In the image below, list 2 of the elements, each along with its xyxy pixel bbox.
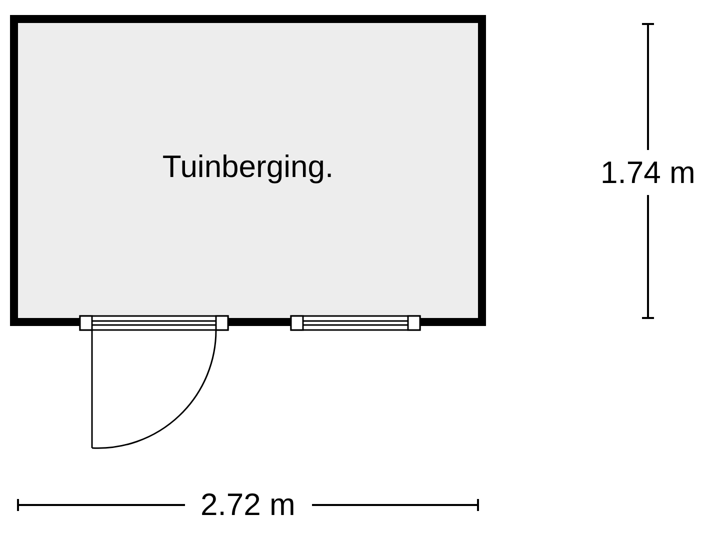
room-outline (10, 15, 486, 326)
room-name: Tuinberging. (162, 148, 334, 184)
